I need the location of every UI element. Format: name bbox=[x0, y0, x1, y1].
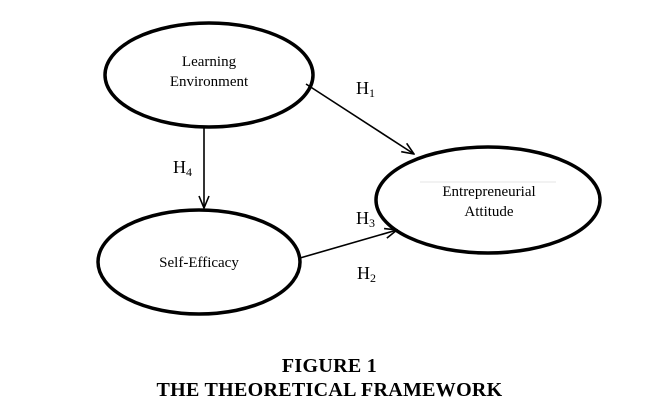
node-learning-environment: Learning Environment bbox=[103, 21, 315, 129]
node-ellipse bbox=[103, 21, 315, 129]
node-ellipse bbox=[96, 208, 302, 316]
figure-title: THE THEORETICAL FRAMEWORK bbox=[156, 379, 503, 401]
node-label-line-2: Environment bbox=[170, 74, 249, 90]
figure-number: FIGURE 1 bbox=[281, 355, 378, 377]
node-self-efficacy: Self-Efficacy bbox=[96, 208, 302, 316]
node-label-line-2: Attitude bbox=[464, 204, 514, 220]
node-label-line-1: Learning bbox=[182, 54, 237, 70]
edge-label-h3: H3 bbox=[356, 208, 375, 230]
framework-diagram: Learning Environment Self-Efficacy Entre… bbox=[96, 21, 602, 316]
node-ellipse bbox=[374, 145, 602, 255]
edge-label-h2: H2 bbox=[357, 263, 376, 285]
edge-label-h1: H1 bbox=[356, 78, 375, 100]
node-label: Self-Efficacy bbox=[159, 255, 239, 271]
edge-learning-to-attitude bbox=[305, 83, 414, 154]
edge-self-efficacy-to-attitude bbox=[299, 230, 397, 259]
node-entrepreneurial-attitude: Entrepreneurial Attitude bbox=[374, 145, 602, 255]
edge-label-h4: H4 bbox=[173, 157, 192, 179]
node-label-line-1: Entrepreneurial bbox=[442, 184, 535, 200]
